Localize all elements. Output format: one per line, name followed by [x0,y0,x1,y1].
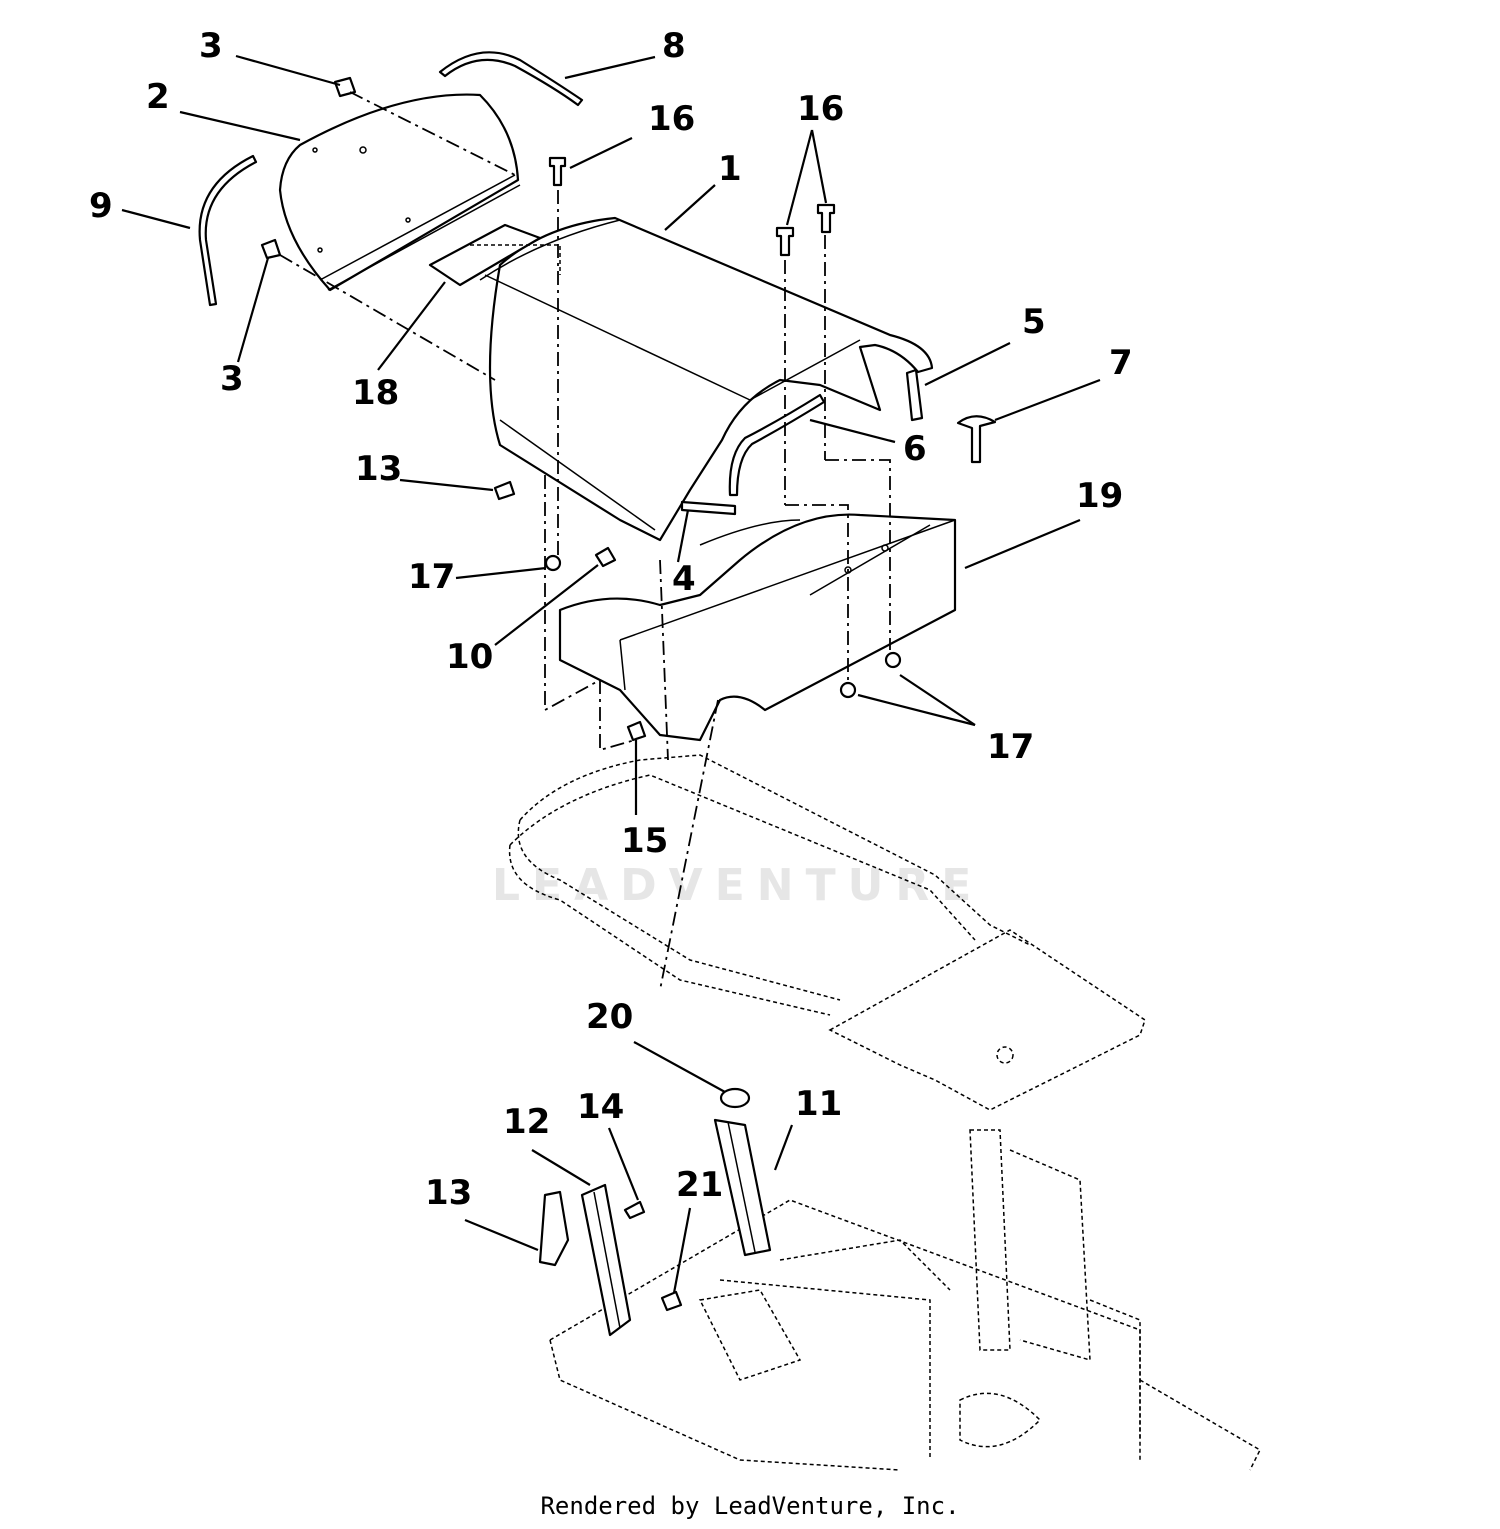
callout-6: 6 [903,429,927,469]
callout-8: 8 [662,26,686,66]
callout-10: 10 [446,637,493,677]
part-12-support [580,1183,632,1337]
callout-21: 21 [676,1165,723,1205]
seat-frame [508,754,1146,1111]
callout-2: 2 [146,77,170,117]
part-11-support [713,1118,772,1257]
callout-19: 19 [1076,476,1123,516]
footer-credit: Rendered by LeadVenture, Inc. [540,1492,960,1520]
part-19-seat-base [558,513,957,742]
callout-18: 18 [352,373,399,413]
tractor-frame [549,1129,1261,1471]
hardware [198,51,997,1312]
callout-17-left: 17 [408,557,455,597]
callout-5: 5 [1022,302,1046,342]
assembly-lines [279,91,891,991]
callout-7: 7 [1109,343,1133,383]
callout-13-upper: 13 [355,449,402,489]
callout-16-left: 16 [648,99,695,139]
callout-3-lower: 3 [220,359,244,399]
part-1-seat-pan [479,216,934,542]
part-2-rear-panel [278,93,521,292]
part-18-bracket [428,223,561,287]
leader-lines [121,54,1101,1294]
callout-15: 15 [621,821,668,861]
callout-12: 12 [503,1102,550,1142]
callout-9: 9 [89,186,113,226]
callout-labels: 1 2 3 3 4 5 6 7 8 9 10 11 12 13 13 14 15… [89,26,1133,1213]
callout-20: 20 [586,997,633,1037]
watermark-text: LEADVENTURE [492,860,983,911]
callout-4: 4 [672,559,696,599]
callout-11: 11 [795,1084,842,1124]
callout-17-right: 17 [987,727,1034,767]
callout-3-top: 3 [199,26,223,66]
callout-16-right: 16 [797,89,844,129]
callout-13-lower: 13 [425,1173,472,1213]
callout-1: 1 [718,149,742,189]
part-13-latch [538,1190,570,1267]
callout-14: 14 [577,1087,624,1127]
